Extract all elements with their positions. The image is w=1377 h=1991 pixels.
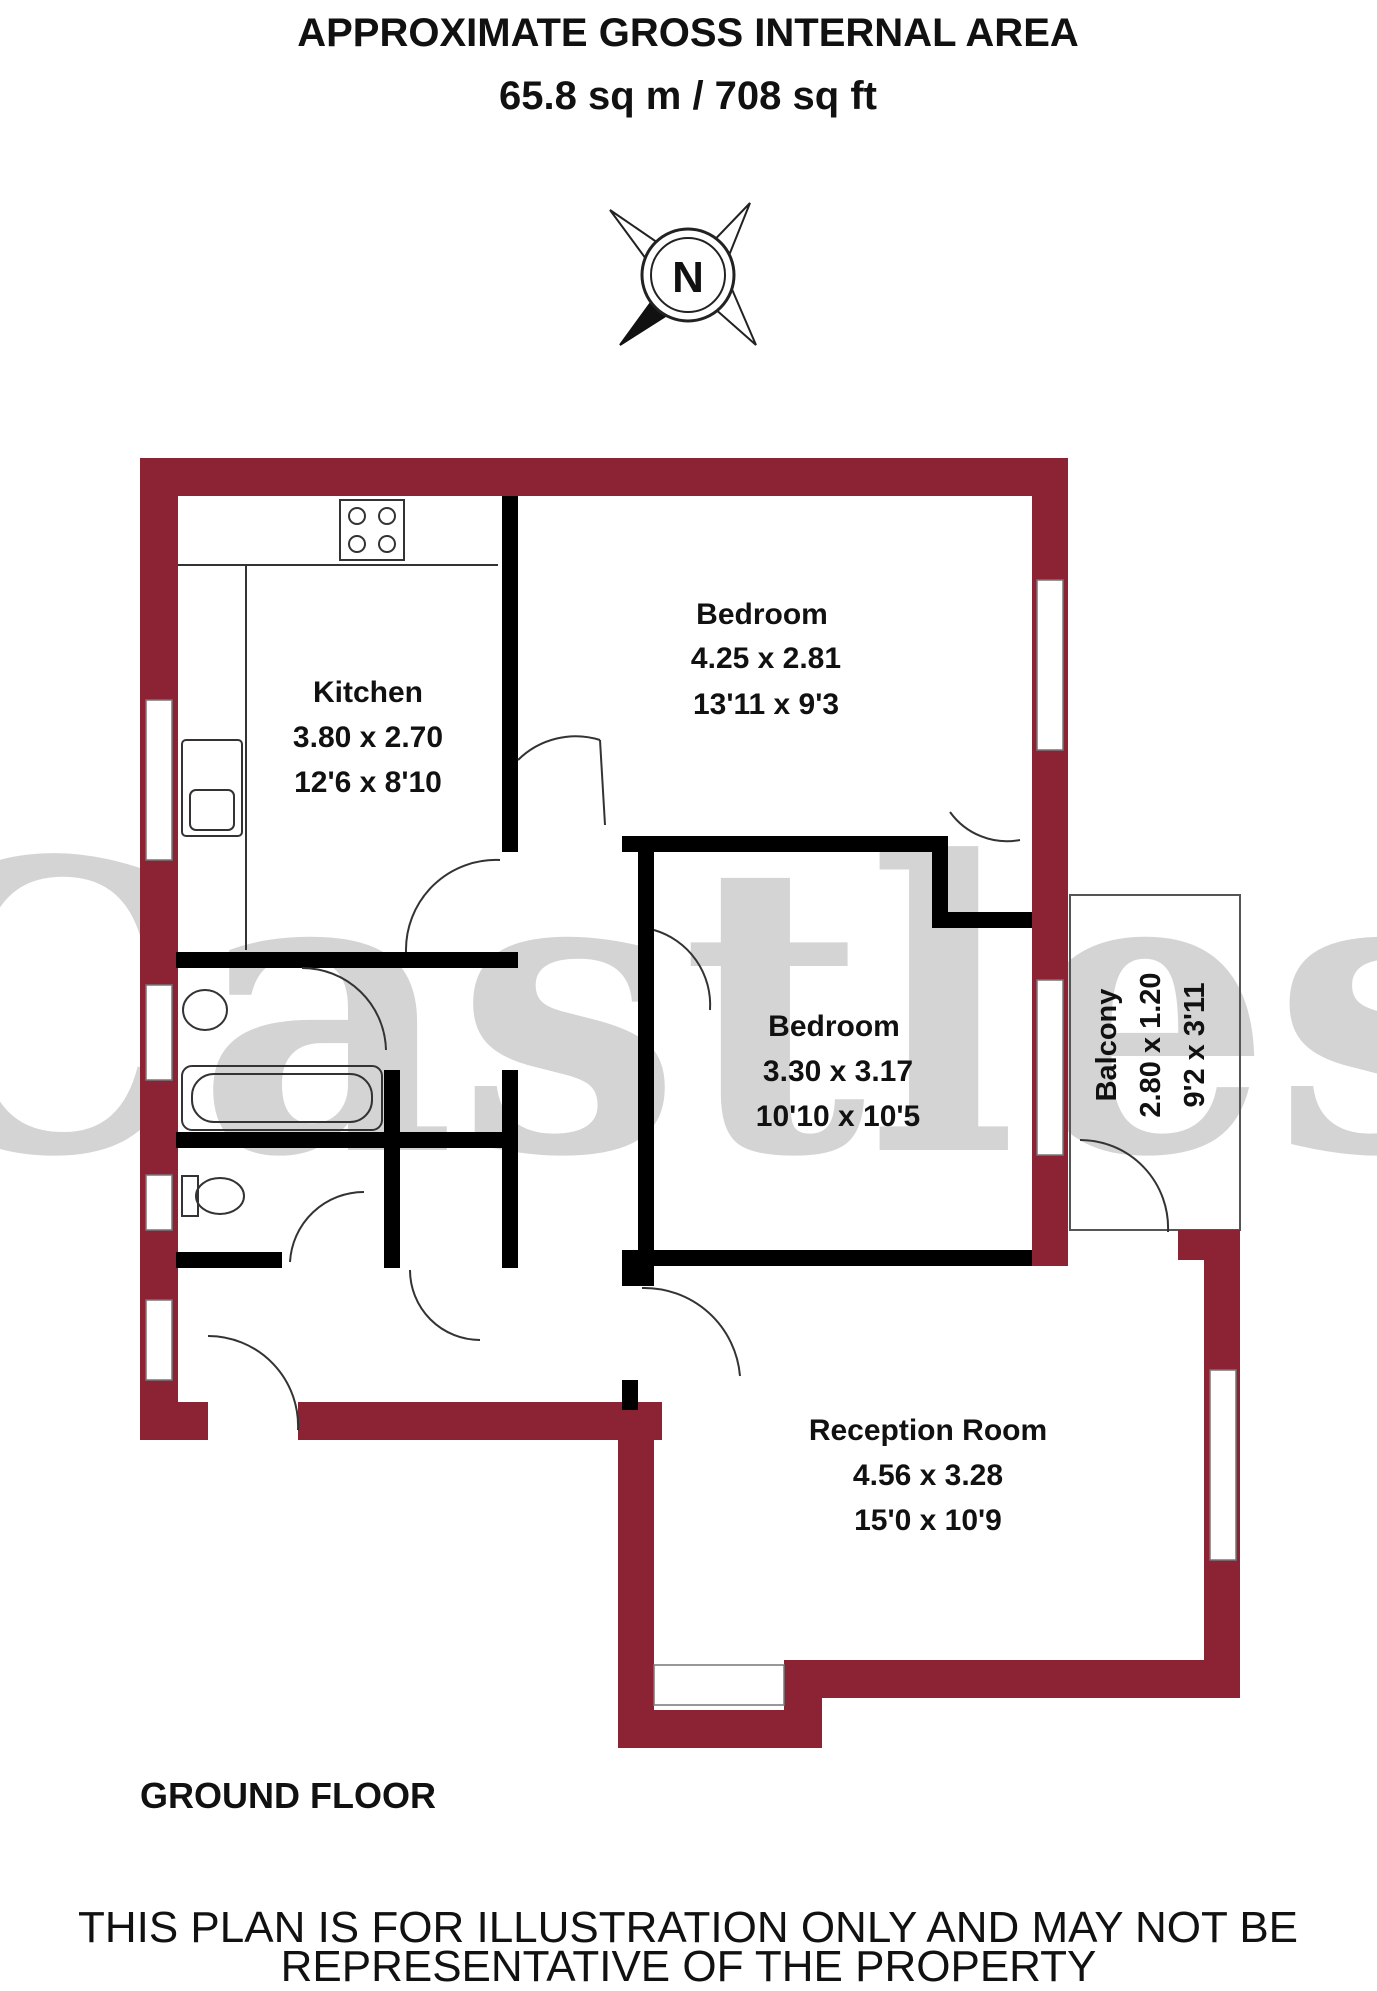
balcony-name: Balcony <box>1091 989 1123 1102</box>
room-kitchen: Kitchen 3.80 x 2.70 12'6 x 8'10 <box>293 676 443 799</box>
inner-walls <box>176 496 1032 1410</box>
reception-metric: 4.56 x 3.28 <box>853 1459 1003 1492</box>
disclaimer-line-1: THIS PLAN IS FOR ILLUSTRATION ONLY AND M… <box>78 1903 1298 1952</box>
bathroom-fittings <box>181 989 383 1217</box>
disclaimer-line-2-block: REPRESENTATIVE OF THE PROPERTY <box>0 1945 1377 1989</box>
room-balcony: Balcony 2.80 x 1.20 9'2 x 3'11 <box>1091 972 1211 1117</box>
reception-imperial: 15'0 x 10'9 <box>854 1504 1002 1537</box>
room-reception: Reception Room 4.56 x 3.28 15'0 x 10'9 <box>809 1414 1047 1537</box>
kitchen-imperial: 12'6 x 8'10 <box>294 766 442 799</box>
kitchen-fittings <box>178 499 498 950</box>
kitchen-name: Kitchen <box>313 676 423 709</box>
kitchen-metric: 3.80 x 2.70 <box>293 721 443 754</box>
bedroom1-imperial: 13'11 x 9'3 <box>693 688 839 721</box>
bedroom2-imperial: 10'10 x 10'5 <box>756 1100 920 1133</box>
door-swings <box>207 735 1170 1431</box>
bedroom2-metric: 3.30 x 3.17 <box>763 1055 913 1088</box>
balcony-imperial: 9'2 x 3'11 <box>1179 982 1211 1107</box>
bedroom2-name: Bedroom <box>768 1010 900 1043</box>
disclaimer-line-2-text: REPRESENTATIVE OF THE PROPERTY <box>280 1942 1097 1991</box>
plan-area: 65.8 sq m / 708 sq ft <box>499 74 877 118</box>
room-bedroom-1: Bedroom 4.25 x 2.81 13'11 x 9'3 <box>691 598 841 721</box>
bedroom1-name: Bedroom <box>696 598 828 631</box>
bedroom1-metric: 4.25 x 2.81 <box>691 642 841 675</box>
compass-label: N <box>672 253 704 302</box>
plan-title: APPROXIMATE GROSS INTERNAL AREA <box>297 11 1079 55</box>
watermark-text: Castles <box>0 775 1377 1245</box>
compass-icon: N <box>609 202 757 346</box>
windows <box>145 579 1237 1706</box>
balcony-outline <box>1069 894 1241 1231</box>
reception-name: Reception Room <box>809 1414 1047 1447</box>
balcony-metric: 2.80 x 1.20 <box>1135 972 1167 1117</box>
room-bedroom-2: Bedroom 3.30 x 3.17 10'10 x 10'5 <box>756 1010 920 1133</box>
floor-label: GROUND FLOOR <box>140 1775 436 1816</box>
